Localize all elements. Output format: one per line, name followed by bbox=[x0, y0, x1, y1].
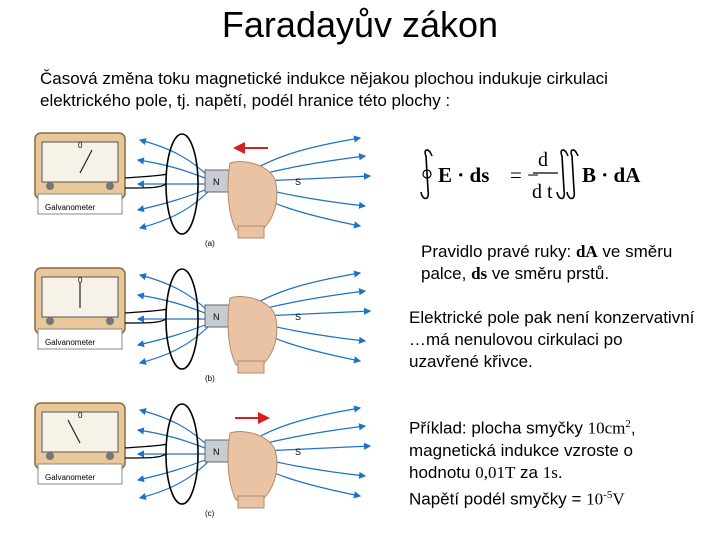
intro-line-1: Časová změna toku magnetické indukce něj… bbox=[40, 69, 608, 88]
voltage-unit: V bbox=[612, 489, 625, 509]
faraday-experiment-figure: 0 Galvanometer N S (a) 0 Galvanometer N … bbox=[34, 132, 400, 518]
panel-a: 0 Galvanometer N S (a) bbox=[34, 132, 370, 248]
area-value: 10cm bbox=[587, 418, 626, 438]
south-pole-label: S bbox=[295, 312, 301, 322]
intro-text: Časová změna toku magnetické indukce něj… bbox=[40, 68, 700, 112]
field-change-value: 0,01T bbox=[475, 462, 516, 482]
equation-dt-denominator: d t bbox=[532, 181, 553, 203]
panel-label: (b) bbox=[205, 374, 215, 383]
north-pole-label: N bbox=[213, 447, 220, 457]
right-hand-rule-text: Pravidlo pravé ruky: dA ve směru palce, … bbox=[421, 242, 673, 283]
faraday-equation: E · ds = − d d t B · dA bbox=[420, 149, 641, 203]
needle-zero-label: 0 bbox=[78, 411, 83, 420]
surface-integral-sign-2 bbox=[566, 149, 579, 200]
voltage-value: 10 bbox=[586, 489, 604, 509]
south-pole-label: S bbox=[295, 447, 301, 457]
needle-zero-label: 0 bbox=[78, 276, 83, 285]
panel-label: (c) bbox=[205, 509, 215, 518]
panel-b: 0 Galvanometer N S (b) bbox=[34, 267, 370, 383]
time-value: 1s bbox=[542, 462, 558, 482]
dA-symbol: dA bbox=[575, 242, 598, 261]
contour-circle bbox=[422, 169, 432, 179]
galvanometer-label: Galvanometer bbox=[45, 203, 96, 212]
page-title: Faradayův zákon bbox=[221, 4, 499, 45]
surface-integral-sign-1 bbox=[556, 149, 569, 200]
north-pole-label: N bbox=[213, 312, 220, 322]
galvanometer-needle bbox=[67, 419, 81, 444]
conservative-field-text: Elektrické pole pak není konzervativní …… bbox=[409, 308, 695, 371]
contour-integral-sign bbox=[420, 149, 433, 200]
ds-symbol: ds bbox=[471, 264, 488, 283]
galvanometer-label: Galvanometer bbox=[45, 473, 96, 482]
galvanometer-label: Galvanometer bbox=[45, 338, 96, 347]
equation-rhs: B · dA bbox=[582, 163, 641, 187]
panel-label: (a) bbox=[205, 239, 215, 248]
intro-line-2: elektrického pole, tj. napětí, podél hra… bbox=[40, 91, 451, 110]
south-pole-label: S bbox=[295, 177, 301, 187]
panel-c: 0 Galvanometer N S (c) bbox=[34, 402, 370, 518]
example-text: Příklad: plocha smyčky 10cm2, magnetická… bbox=[409, 418, 636, 509]
galvanometer-needle bbox=[79, 149, 93, 174]
equation-d-numerator: d bbox=[538, 149, 548, 171]
equation-lhs: E · ds bbox=[438, 163, 489, 187]
needle-zero-label: 0 bbox=[78, 141, 83, 150]
north-pole-label: N bbox=[213, 177, 220, 187]
equation-equals: = − bbox=[510, 163, 539, 187]
